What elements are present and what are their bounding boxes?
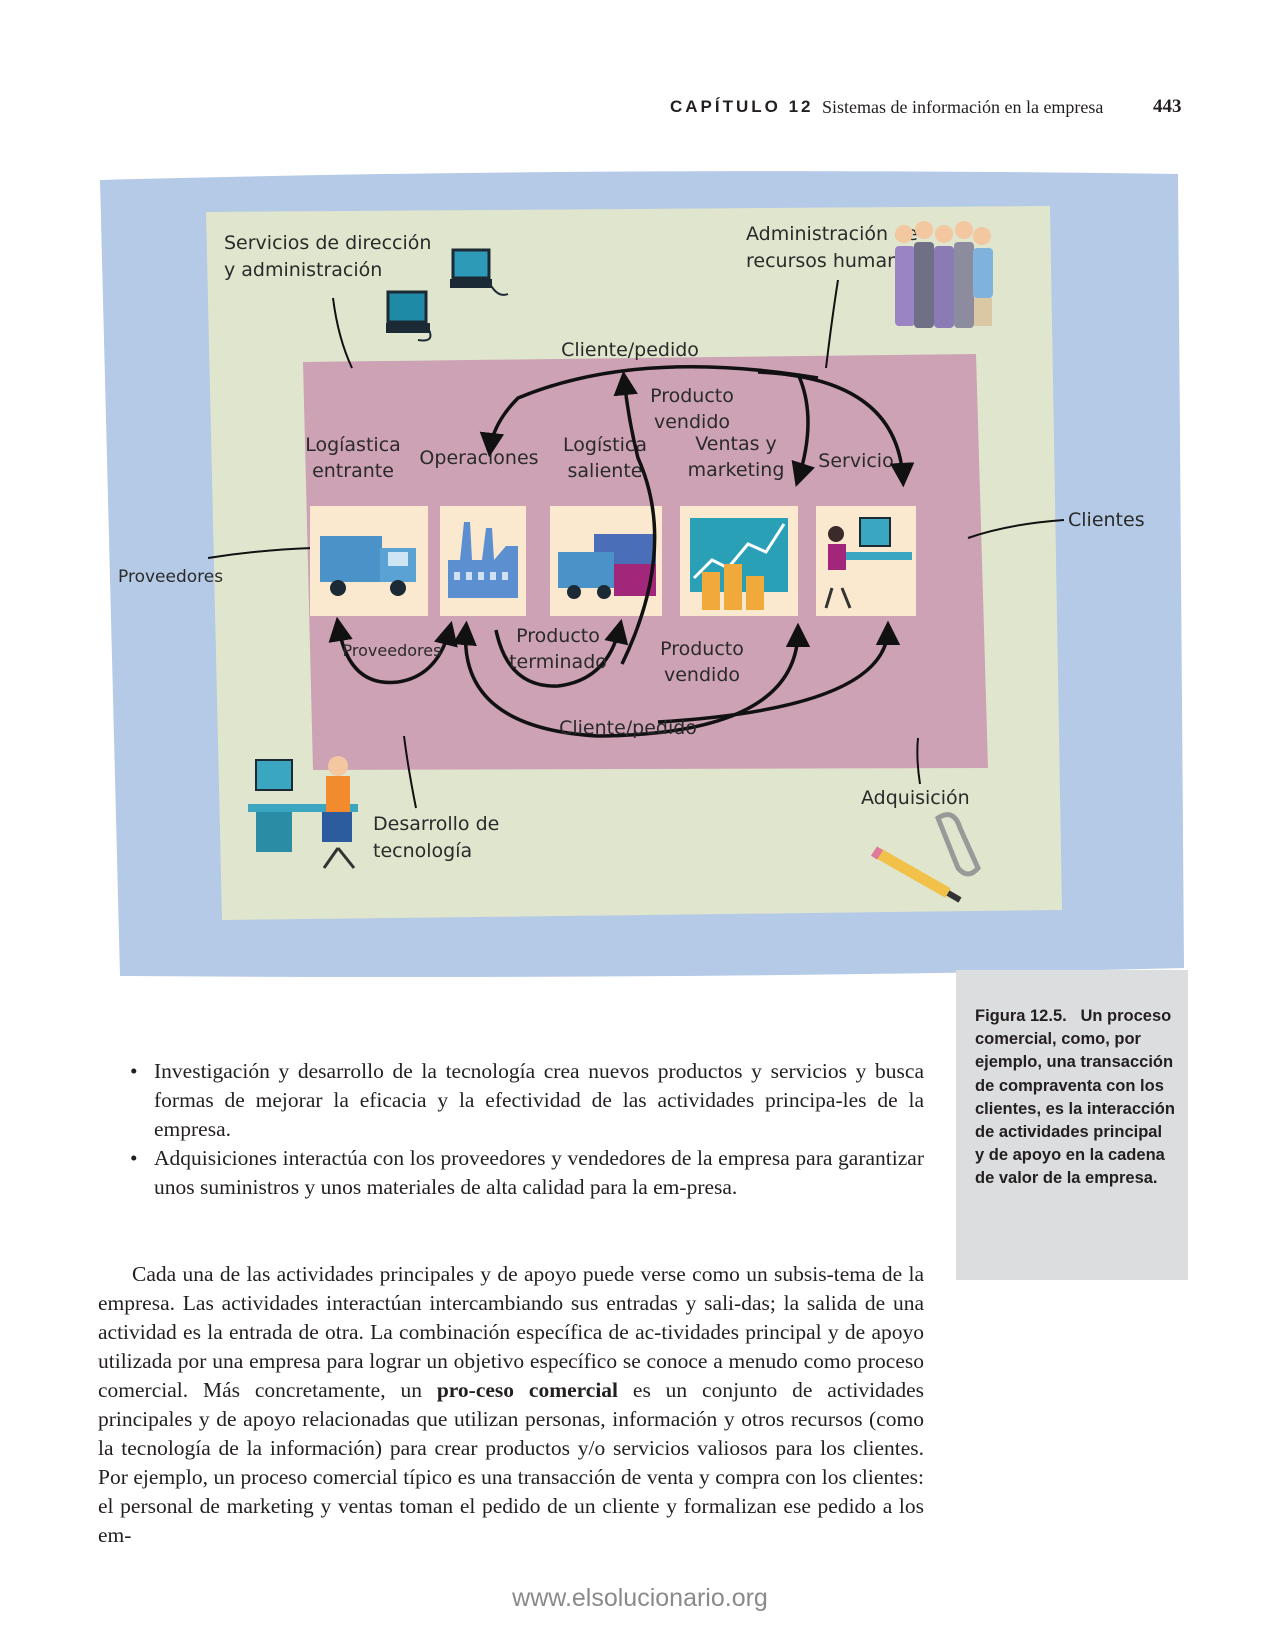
bullet-list: Investigación y desarrollo de la tecnolo… — [98, 1057, 924, 1202]
running-title: Sistemas de información en la empresa — [822, 97, 1104, 117]
footer-url: www.elsolucionario.org — [512, 1584, 768, 1612]
sold-top-label-2: vendido — [654, 411, 730, 433]
figure-caption: Figura 12.5. Un proceso comercial, como,… — [975, 1005, 1175, 1191]
hr-label-2: recursos humanos — [746, 250, 921, 272]
technology-label-2: tecnología — [373, 840, 472, 862]
marketing-label-2: marketing — [688, 459, 785, 481]
value-chain-figure: Servicios de dirección y administración … — [100, 171, 1184, 977]
inbound-label: Logíastica — [305, 434, 401, 456]
term-bold: pro-ceso comercial — [436, 1378, 619, 1402]
chapter-label: CAPÍTULO 12 — [670, 97, 814, 116]
people-icon — [895, 221, 993, 328]
suppliers-inner-label: Proveedores — [343, 641, 442, 660]
suppliers-label: Proveedores — [118, 567, 223, 587]
marketing-label: Ventas y — [695, 433, 777, 455]
list-item: Investigación y desarrollo de la tecnolo… — [98, 1057, 924, 1144]
marketing-tile — [680, 506, 798, 616]
sold-bottom-label-2: vendido — [664, 664, 740, 686]
order-bottom-label: Cliente/pedido — [559, 717, 697, 739]
outbound-tile — [550, 506, 662, 616]
inbound-label-2: entrante — [312, 460, 394, 482]
pencil-clip-icon — [870, 812, 981, 903]
body-paragraph: Cada una de las actividades principales … — [98, 1260, 924, 1550]
list-item: Adquisiciones interactúa con los proveed… — [98, 1144, 924, 1202]
developer-icon — [248, 756, 358, 869]
page-number: 443 — [1153, 96, 1182, 117]
sold-bottom-label: Producto — [660, 638, 744, 660]
inbound-tile — [310, 506, 428, 616]
paragraph-text-2: es un conjunto de actividades principale… — [98, 1378, 924, 1547]
order-top-label: Cliente/pedido — [561, 339, 699, 361]
sold-top-label: Producto — [650, 385, 734, 407]
management-label: Servicios de dirección — [224, 232, 431, 254]
paragraph-text: Cada una de las actividades principales … — [98, 1262, 924, 1402]
outbound-label-2: saliente — [568, 460, 643, 482]
caption-body: Un proceso comercial, como, por ejemplo,… — [975, 1007, 1175, 1188]
customers-label: Clientes — [1068, 509, 1145, 531]
procurement-label: Adquisición — [861, 787, 970, 809]
management-label-2: y administración — [224, 259, 382, 281]
operations-tile — [440, 506, 526, 616]
hr-label: Administración de — [746, 223, 918, 245]
finished-label: Producto — [516, 625, 600, 647]
technology-label: Desarrollo de — [373, 813, 499, 835]
service-label: Servicio — [818, 450, 893, 472]
computers-icon — [386, 248, 509, 342]
service-tile — [816, 506, 916, 616]
finished-label-2: terminado — [509, 651, 607, 673]
caption-box — [956, 970, 1188, 1280]
outbound-label: Logística — [563, 434, 647, 456]
caption-label: Figura 12.5. — [975, 1007, 1067, 1025]
operations-label: Operaciones — [419, 447, 538, 469]
